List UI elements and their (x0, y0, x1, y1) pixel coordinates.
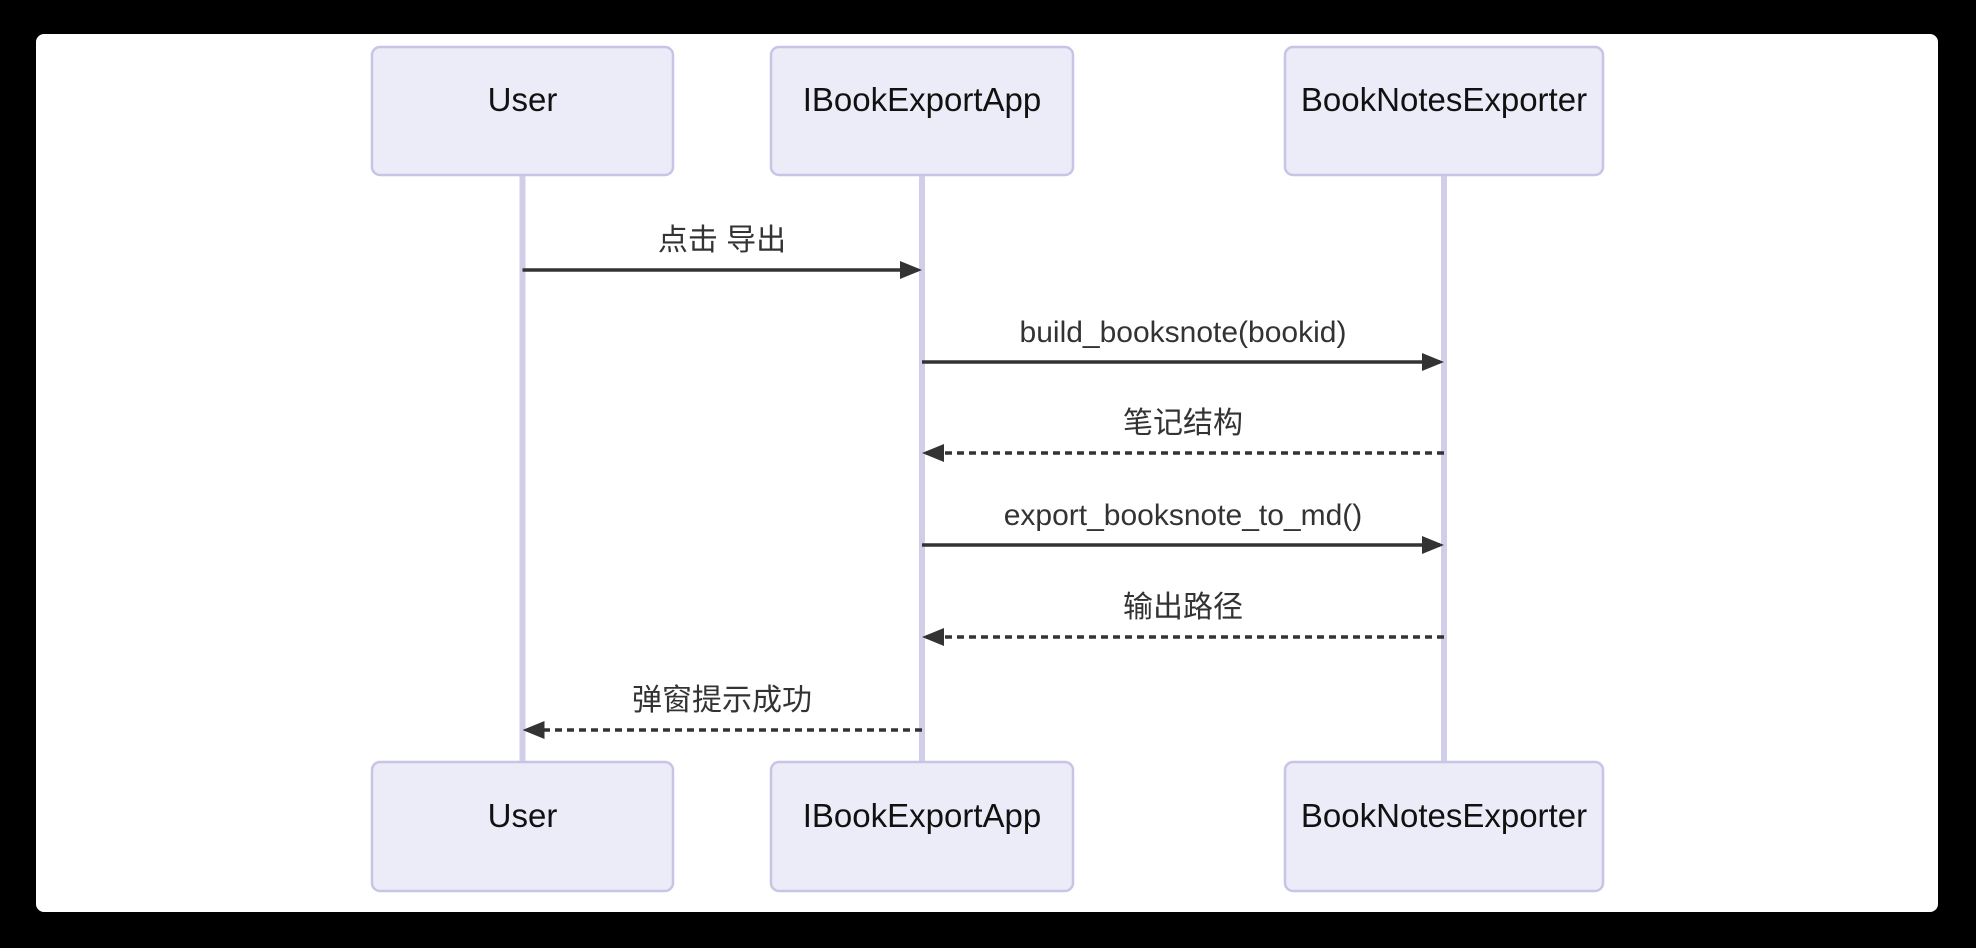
message-1: 点击 导出 (522, 224, 922, 279)
actor-box-exporter-top: BookNotesExporter (1283, 45, 1605, 177)
actor-label-app-bottom: IBookExportApp (803, 797, 1041, 834)
actor-label-user-top: User (488, 81, 558, 118)
actor-label-user-bottom: User (488, 797, 558, 834)
actor-box-user-top: User (370, 45, 675, 177)
actor-label-exporter-top: BookNotesExporter (1301, 81, 1587, 118)
actor-rect-app-bottom (769, 760, 1075, 893)
actor-rect-exporter-bottom (1283, 760, 1605, 893)
message-4-label: export_booksnote_to_md() (1004, 499, 1363, 532)
actor-box-app-top: IBookExportApp (769, 45, 1075, 177)
actor-box-user-bottom: User (370, 760, 675, 893)
message-1-arrowhead-right (900, 261, 922, 279)
message-2-label: build_booksnote(bookid) (1020, 316, 1347, 349)
message-3: 笔记结构 (922, 407, 1444, 462)
message-6-arrowhead-left (522, 721, 545, 739)
message-2: build_booksnote(bookid) (922, 316, 1444, 371)
message-4: export_booksnote_to_md() (922, 499, 1444, 554)
message-2-arrowhead-right (1422, 353, 1444, 371)
actor-rect-user-top (370, 45, 675, 177)
sequence-diagram: User IBookExportApp BookNotesExporter 点击… (370, 45, 1605, 893)
diagram-canvas: User IBookExportApp BookNotesExporter 点击… (36, 34, 1938, 912)
actor-rect-user-bottom (370, 760, 675, 893)
message-4-arrowhead-right (1422, 536, 1444, 554)
message-3-label: 笔记结构 (1123, 407, 1243, 440)
message-5: 输出路径 (922, 591, 1444, 646)
message-1-label: 点击 导出 (658, 224, 786, 257)
message-6: 弹窗提示成功 (522, 684, 922, 739)
message-5-arrowhead-left (922, 628, 944, 646)
message-5-label: 输出路径 (1123, 591, 1243, 624)
actor-box-exporter-bottom: BookNotesExporter (1283, 760, 1605, 893)
actor-box-app-bottom: IBookExportApp (769, 760, 1075, 893)
actor-label-app-top: IBookExportApp (803, 81, 1041, 118)
actor-rect-exporter-top (1283, 45, 1605, 177)
actor-label-exporter-bottom: BookNotesExporter (1301, 797, 1587, 834)
actor-rect-app-top (769, 45, 1075, 177)
message-3-arrowhead-left (922, 444, 944, 462)
message-6-label: 弹窗提示成功 (632, 684, 812, 717)
